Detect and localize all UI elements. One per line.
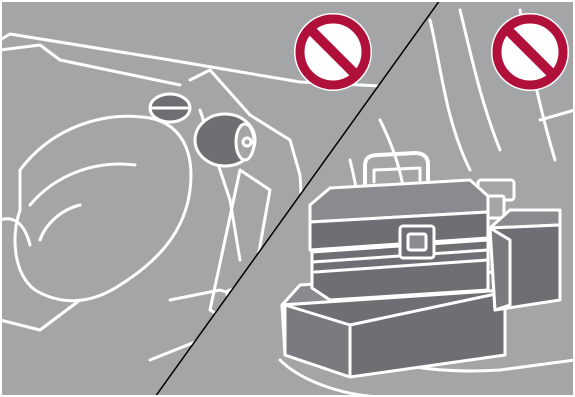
cargo-box-small xyxy=(490,210,560,310)
prohibition-sign-icon xyxy=(296,15,370,89)
accelerator-top xyxy=(150,94,190,122)
pedal-pad xyxy=(195,114,255,166)
prohibition-sign-icon xyxy=(493,15,567,89)
